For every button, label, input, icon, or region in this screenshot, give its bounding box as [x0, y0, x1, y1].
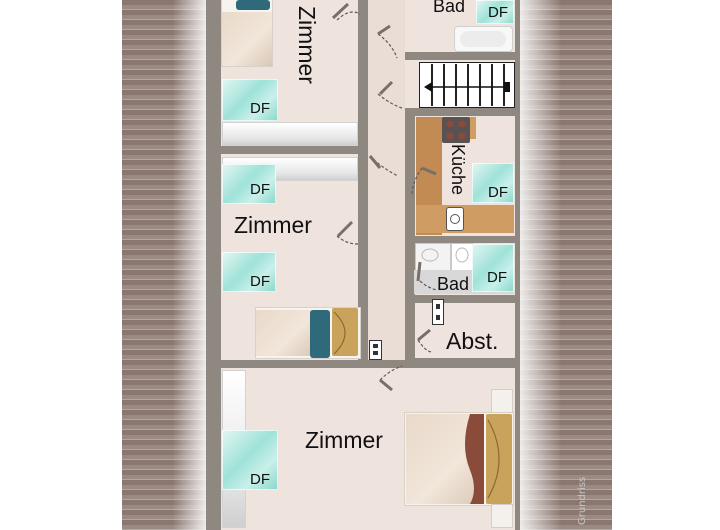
- corridor: [368, 0, 405, 360]
- brand-watermark: Grundriss: [577, 476, 588, 525]
- window-label: DF: [488, 4, 508, 21]
- bed-mid-pillow: [310, 310, 330, 358]
- roof-window: [472, 244, 514, 292]
- nightstand: [492, 505, 512, 527]
- bed-bottom-headboard: [486, 414, 512, 504]
- power-socket-icon: [370, 341, 381, 359]
- roof-window: [472, 163, 514, 203]
- room-label-kueche: Küche: [448, 144, 468, 196]
- bed-mid-sheet: [256, 310, 314, 356]
- roof-window: [222, 252, 276, 292]
- room-label-bad-mid: Bad: [437, 274, 470, 294]
- roof-window: [222, 430, 278, 490]
- room-label-zimmer-mid: Zimmer: [234, 212, 312, 238]
- window-label: DF: [250, 273, 270, 290]
- roof-window: [222, 79, 278, 121]
- nightstand: [492, 390, 512, 412]
- power-socket-icon: [433, 300, 443, 324]
- washbasin: [452, 244, 472, 270]
- window-label: DF: [250, 100, 270, 117]
- window-label: DF: [250, 181, 270, 198]
- room-label-bad-top: Bad: [433, 0, 466, 16]
- bathtub-inner: [460, 31, 506, 47]
- bed-top-pillow: [236, 0, 270, 10]
- bed-top-sheet: [222, 12, 272, 66]
- bed-mid-headboard: [332, 308, 358, 356]
- closet-top: [222, 122, 358, 146]
- sink-icon: [447, 208, 463, 230]
- room-label-zimmer-top: Zimmer: [294, 6, 320, 84]
- roof-window: [222, 164, 276, 204]
- stove-icon: [442, 117, 470, 143]
- stairs-icon: [420, 63, 514, 107]
- window-label: DF: [250, 471, 270, 488]
- room-label-abst: Abst.: [446, 328, 499, 354]
- roof-window: [476, 0, 514, 24]
- bed-bottom-sheet: [406, 414, 484, 504]
- room-label-zimmer-bottom: Zimmer: [305, 427, 383, 453]
- window-label: DF: [487, 269, 507, 286]
- roof-left: [122, 0, 206, 530]
- window-label: DF: [488, 184, 508, 201]
- shower-tray: [416, 244, 450, 270]
- roof-right: [520, 0, 612, 530]
- kitchen-counter-bottom: [416, 205, 514, 233]
